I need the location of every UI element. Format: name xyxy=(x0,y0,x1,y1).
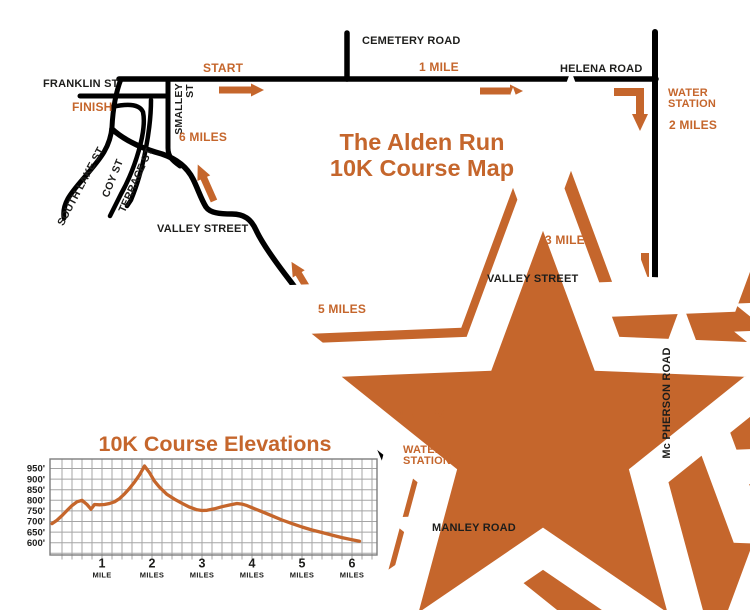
x-tick-unit: MILES xyxy=(340,571,364,580)
x-tick-unit: MILES xyxy=(240,571,264,580)
manley-road-label: MANLEY ROAD xyxy=(432,522,516,534)
y-tick-label: 800' xyxy=(27,496,45,507)
elevation-chart-frame xyxy=(49,458,378,556)
x-tick-number: 1 xyxy=(99,557,106,571)
start-label: START xyxy=(203,61,244,75)
mile1-label: 1 MILE xyxy=(419,60,459,74)
franklin-st-label: FRANKLIN ST xyxy=(43,78,119,90)
y-tick-label: 650' xyxy=(27,527,45,538)
map-title-line2: 10K Course Map xyxy=(330,155,514,181)
road-south-lake xyxy=(61,76,124,221)
elevation-chart: 10K Course Elevations 950'900'850'800'75… xyxy=(27,432,378,580)
x-tick-number: 2 xyxy=(149,557,156,571)
y-tick-label: 950' xyxy=(27,464,45,475)
x-tick-unit: MILE xyxy=(92,571,111,580)
road-coy xyxy=(107,102,146,219)
water-station-bottom-label-line2: STATION xyxy=(403,455,451,467)
course-marker-labels: START FINISH 1 MILE WATER STATION 2 MILE… xyxy=(72,60,717,467)
x-tick-unit: MILES xyxy=(290,571,314,580)
smalley-st-label-line1: SMALLEY xyxy=(173,83,185,135)
x-tick-unit: MILES xyxy=(190,571,214,580)
valley-street-west-label: VALLEY STREET xyxy=(157,223,249,235)
helena-road-label: HELENA ROAD xyxy=(560,63,642,75)
map-title-line1: The Alden Run xyxy=(340,129,505,155)
map-title: The Alden Run 10K Course Map xyxy=(330,129,514,181)
direction-arrow-east-start xyxy=(219,83,264,97)
mile3-label: 3 MILES xyxy=(545,233,593,247)
water-station-top-label-line1: WATER xyxy=(668,87,708,99)
y-tick-label: 700' xyxy=(27,517,45,528)
mile6-label: 6 MILES xyxy=(179,130,227,144)
direction-arrow-turn-south-mcpherson xyxy=(614,88,648,131)
valley-street-east-label: VALLEY STREET xyxy=(487,273,579,285)
road-terrace xyxy=(124,97,154,209)
y-tick-label: 600' xyxy=(27,538,45,549)
water-station-top-label-line2: STATION xyxy=(668,98,716,110)
elevation-curve xyxy=(50,464,362,543)
direction-arrow-northwest-mile5 xyxy=(291,261,313,293)
finish-label: FINISH xyxy=(72,100,113,114)
x-tick-number: 3 xyxy=(199,557,206,571)
mcpherson-road-label: Mc PHERSON ROAD xyxy=(661,347,673,458)
elevation-chart-title: 10K Course Elevations xyxy=(98,432,331,456)
elevation-chart-axis-labels: 950'900'850'800'750'700'650'600'1MILE2MI… xyxy=(27,464,364,580)
x-tick-unit: MILES xyxy=(140,571,164,580)
mile5-label: 5 MILES xyxy=(318,302,366,316)
direction-arrow-northwest-valley xyxy=(197,164,218,203)
cemetery-road-label: CEMETERY ROAD xyxy=(362,35,461,47)
y-tick-label: 900' xyxy=(27,474,45,485)
y-tick-label: 750' xyxy=(27,506,45,517)
x-tick-number: 6 xyxy=(349,557,356,571)
mile2-label: 2 MILES xyxy=(669,118,717,132)
smalley-st-label-line2: ST xyxy=(184,84,196,98)
x-tick-number: 4 xyxy=(249,557,256,571)
south-lake-st-label: SOUTH LAKE ST xyxy=(55,145,107,228)
direction-arrow-east-mile1 xyxy=(480,84,523,98)
mile4-label: 4 MILES xyxy=(397,407,445,421)
water-station-bottom-label-line1: WATER xyxy=(403,444,443,456)
x-tick-number: 5 xyxy=(299,557,306,571)
y-tick-label: 850' xyxy=(27,485,45,496)
